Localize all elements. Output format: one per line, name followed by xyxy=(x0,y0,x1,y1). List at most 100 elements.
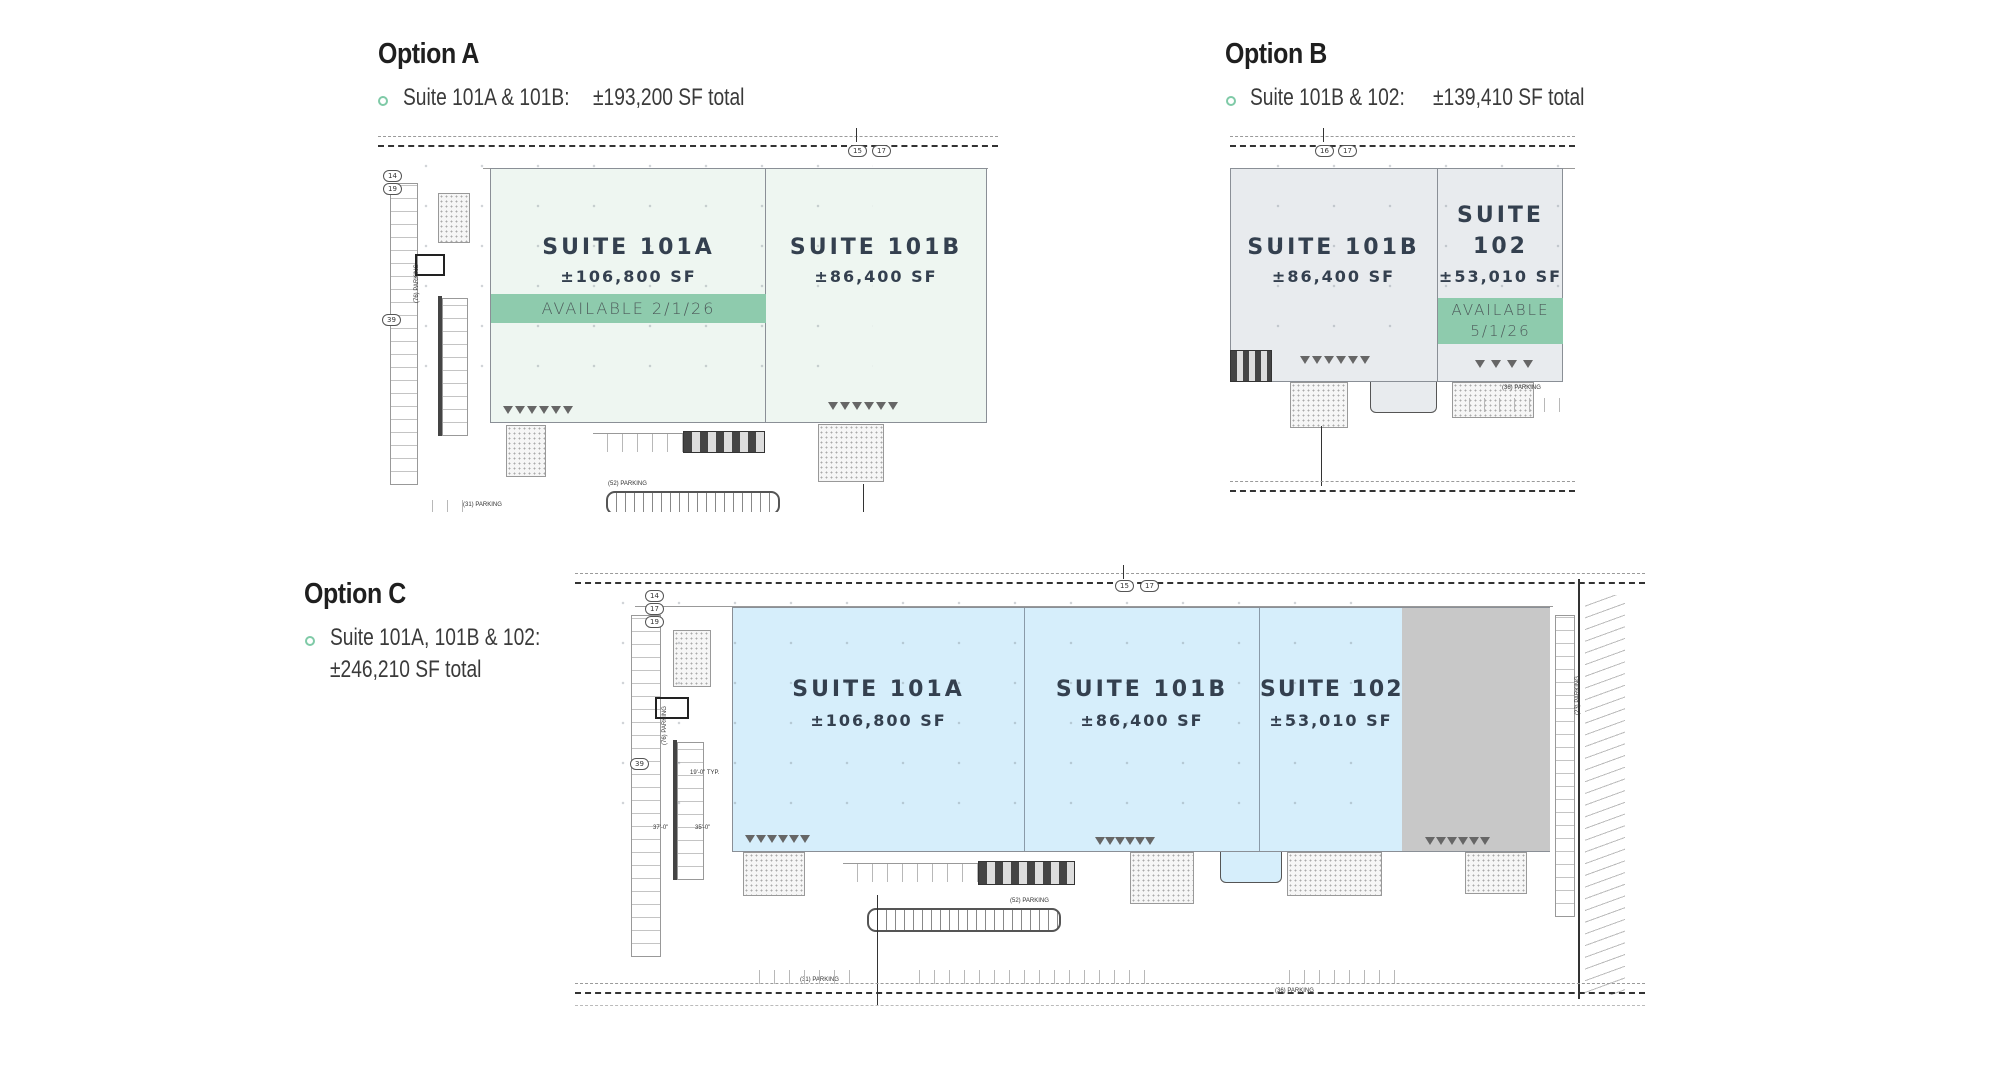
transformer-pad xyxy=(655,697,689,719)
landscape-area xyxy=(1287,852,1382,896)
parking-count-label: (31) PARKING xyxy=(463,502,502,508)
callout-tag: 17 xyxy=(872,145,891,157)
street-line xyxy=(575,1005,1645,1007)
street-line xyxy=(1230,136,1575,147)
office-entry xyxy=(1230,350,1272,382)
parking-stalls xyxy=(745,970,855,984)
suite-101a-sf: ±106,800 SF xyxy=(810,711,947,730)
leader-line xyxy=(856,128,857,142)
parking-stalls xyxy=(1455,398,1565,412)
trash-enclosure xyxy=(1290,382,1348,428)
occupied-suite-area xyxy=(1402,608,1550,851)
option-a-suites: Suite 101A & 101B: xyxy=(403,84,570,111)
street-line xyxy=(575,573,1645,584)
property-line xyxy=(1578,579,1580,999)
truck-court xyxy=(1220,852,1282,883)
dimension-label: 35'-0" xyxy=(695,825,711,831)
parking-stalls xyxy=(390,183,418,485)
suite-101a-name: SUITE 101A xyxy=(542,235,715,260)
street-line xyxy=(1230,481,1575,492)
option-b-title: Option B xyxy=(1225,38,1327,70)
dimension-label: 37'-0" xyxy=(653,825,669,831)
callout-tag: 15 xyxy=(848,145,867,157)
suite-102-name-line2: 102 xyxy=(1473,234,1528,259)
bullet-icon xyxy=(305,636,315,646)
callout-tag: 39 xyxy=(630,758,649,770)
suite-101a-availability-band: AVAILABLE 2/1/26 xyxy=(491,294,766,323)
option-b-total: ±139,410 SF total xyxy=(1433,84,1585,111)
parking-stalls xyxy=(418,500,473,512)
landscape-area xyxy=(438,193,470,243)
dimension-line xyxy=(863,484,864,512)
suite-divider xyxy=(1437,169,1438,381)
parking-island xyxy=(673,740,677,880)
dimension-line xyxy=(877,895,878,1005)
suite-101b-name: SUITE 101B xyxy=(1247,235,1420,260)
slope-hatching xyxy=(1585,595,1625,995)
callout-tag: 14 xyxy=(383,170,402,182)
parking-stalls xyxy=(843,863,978,882)
landscape-area xyxy=(743,852,805,896)
availability-line2: 5/1/26 xyxy=(1470,322,1531,340)
parking-stalls xyxy=(631,615,661,957)
suite-divider xyxy=(1259,608,1260,851)
suite-102-availability-band: AVAILABLE 5/1/26 xyxy=(1438,298,1563,344)
suite-102-name-line1: SUITE xyxy=(1457,203,1544,228)
entry-hardscape xyxy=(683,431,765,453)
suite-101a-area[interactable] xyxy=(733,608,1024,851)
suite-101a-sf: ±106,800 SF xyxy=(560,267,697,286)
parking-count-label: (52) PARKING xyxy=(608,481,647,487)
option-c-suites: Suite 101A, 101B & 102: xyxy=(330,624,541,651)
parking-stalls xyxy=(677,742,704,880)
callout-tag: 16 xyxy=(1315,145,1334,157)
suite-101b-fill xyxy=(766,169,986,422)
option-c-total: ±246,210 SF total xyxy=(330,656,482,683)
callout-tag: 14 xyxy=(645,590,664,602)
parking-island xyxy=(867,908,1061,932)
callout-tag: 17 xyxy=(645,603,664,615)
suite-101b-sf: ±86,400 SF xyxy=(814,267,938,286)
option-b-site-plan: 16 17 SUITE 101B ±86,400 SF SUITE 102 ±5… xyxy=(1230,128,1575,506)
parking-stalls xyxy=(442,298,468,436)
callout-tag: 39 xyxy=(382,314,401,326)
suite-101a-name: SUITE 101A xyxy=(792,677,965,702)
parking-count-label: (52) PARKING xyxy=(1010,898,1049,904)
suite-divider xyxy=(1024,608,1025,851)
suite-102-area[interactable] xyxy=(1260,608,1402,851)
trash-enclosure xyxy=(1130,852,1194,904)
leader-line xyxy=(1323,128,1324,142)
bullet-icon xyxy=(1226,96,1236,106)
suite-102-name: SUITE 102 xyxy=(1260,677,1404,702)
callout-tag: 17 xyxy=(1140,580,1159,592)
sidewalk-line xyxy=(635,606,1553,607)
parking-island xyxy=(606,491,780,512)
landscape-area xyxy=(1465,852,1527,894)
availability-line1: AVAILABLE xyxy=(1451,301,1550,319)
bullet-icon xyxy=(378,96,388,106)
parking-count-label: (76) PARKING xyxy=(414,264,420,303)
suite-102-sf: ±53,010 SF xyxy=(1438,267,1563,286)
suite-101b-name: SUITE 101B xyxy=(789,235,963,260)
transformer-pad xyxy=(415,254,445,276)
callout-tag: 19 xyxy=(645,616,664,628)
option-c-site-plan: 15 17 14 17 19 39 (76) PARKING 19'-0" TY… xyxy=(575,565,1645,1015)
callout-tag: 15 xyxy=(1115,580,1134,592)
parking-stalls xyxy=(1555,615,1575,917)
landscape-area xyxy=(673,630,711,687)
callout-tag: 19 xyxy=(383,183,402,195)
landscape-area xyxy=(506,425,546,477)
entry-hardscape xyxy=(978,861,1075,885)
suite-101b-area[interactable] xyxy=(1025,608,1259,851)
parking-stalls xyxy=(1275,970,1395,984)
callout-tag: 17 xyxy=(1338,145,1357,157)
parking-count-label: (36) PARKING xyxy=(1502,385,1541,391)
parking-count-label: (76) PARKING xyxy=(662,706,668,745)
suite-101b-sf: ±86,400 SF xyxy=(1080,711,1204,730)
dimension-line xyxy=(1321,426,1322,486)
suite-101b-name: SUITE 101B xyxy=(1055,677,1229,702)
suite-101b-sf: ±86,400 SF xyxy=(1271,267,1396,286)
parking-count-label: (36) PARKING xyxy=(1275,988,1314,994)
parking-stalls xyxy=(905,970,1155,984)
dimension-label: 19'-0" TYP. xyxy=(690,770,720,776)
option-a-total: ±193,200 SF total xyxy=(593,84,745,111)
